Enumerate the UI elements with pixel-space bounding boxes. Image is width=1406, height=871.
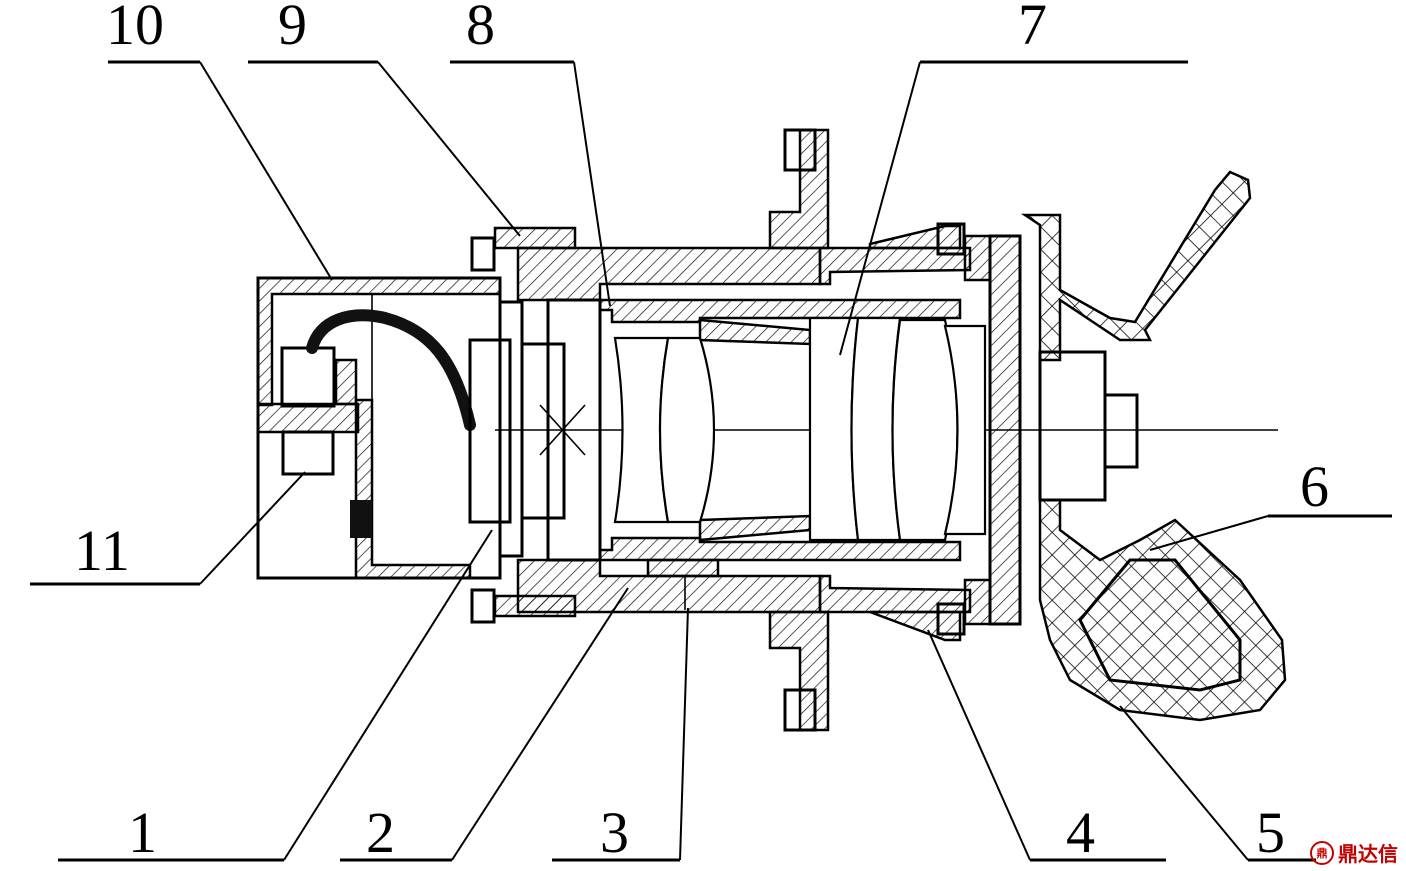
- watermark: 鼎 鼎达信: [1310, 838, 1398, 867]
- callout-10: 10: [106, 0, 333, 281]
- watermark-logo-icon: 鼎: [1310, 840, 1334, 865]
- callout-11: 11: [30, 471, 306, 586]
- callout-label-7: 7: [1018, 0, 1047, 57]
- callout-9: 9: [248, 0, 521, 237]
- callout-8: 8: [450, 0, 611, 307]
- front-barrel: [818, 222, 972, 642]
- callout-label-9: 9: [278, 0, 307, 57]
- callout-1: 1: [58, 529, 493, 865]
- lens-barrel: [516, 246, 962, 614]
- callout-label-10: 10: [106, 0, 164, 57]
- callout-label-1: 1: [128, 800, 157, 865]
- signal-cable: [306, 309, 476, 431]
- callout-4: 4: [927, 629, 1166, 865]
- callout-6: 6: [1149, 454, 1392, 551]
- image-sensor: [468, 300, 586, 558]
- callout-label-3: 3: [600, 800, 629, 865]
- watermark-text: 鼎达信: [1338, 842, 1398, 866]
- callout-label-4: 4: [1066, 800, 1095, 865]
- mounting-ring: [646, 128, 830, 732]
- front-lens-group: [808, 316, 987, 542]
- callout-label-5: 5: [1256, 800, 1285, 865]
- rubber-eyecup: [1020, 170, 1287, 722]
- callout-5: 5: [1119, 705, 1316, 865]
- callout-label-6: 6: [1300, 454, 1329, 519]
- callout-2: 2: [340, 587, 629, 865]
- callout-7: 7: [839, 0, 1188, 356]
- callout-label-2: 2: [366, 800, 395, 865]
- callout-3: 3: [552, 607, 689, 865]
- cable-clip: [350, 500, 372, 538]
- connector: [256, 346, 360, 476]
- callout-label-8: 8: [466, 0, 495, 57]
- rear-lens-group: [613, 336, 716, 524]
- callout-label-11: 11: [74, 518, 130, 583]
- retaining-ring: [963, 234, 1022, 626]
